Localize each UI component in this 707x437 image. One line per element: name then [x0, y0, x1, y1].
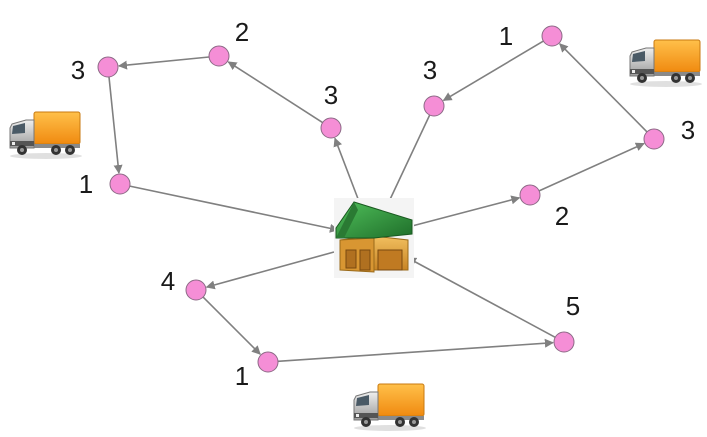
- delivery-truck-icon: [353, 383, 427, 432]
- demand-label-c1: 4: [161, 266, 175, 296]
- route-edge-a1-depot: [129, 185, 339, 233]
- route-edge-b4-b3: [538, 142, 645, 192]
- route-edge-c2-c3: [277, 338, 554, 363]
- demand-label-b2: 1: [499, 21, 513, 51]
- demand-label-a2: 3: [71, 55, 85, 85]
- demand-label-a1: 1: [79, 169, 93, 199]
- demand-label-b1: 3: [423, 55, 437, 85]
- customer-node-b1: [423, 95, 445, 117]
- route-edge-c3-depot: [407, 257, 556, 339]
- route-edge-b2-b1: [442, 40, 544, 102]
- demand-labels: 1 3 2 3 3 1 3 2 4 1 5: [71, 17, 695, 391]
- customer-node-a1: [109, 173, 131, 195]
- customer-node-c3: [553, 331, 575, 353]
- customer-node-a2: [97, 56, 119, 78]
- demand-label-a3: 2: [235, 17, 249, 47]
- route-edges: [108, 40, 648, 363]
- demand-label-a4: 3: [324, 80, 338, 110]
- route-edge-b3-b2: [559, 43, 648, 133]
- customer-node-c2: [257, 351, 279, 373]
- route-edge-a3-a2: [118, 56, 210, 70]
- route-edge-a4-a3: [227, 61, 324, 124]
- delivery-truck-icon: [9, 111, 83, 160]
- customer-node-a4: [320, 117, 342, 139]
- route-edge-depot-c1: [205, 251, 335, 290]
- customer-nodes: [97, 25, 665, 373]
- route-edge-b1-depot: [385, 114, 431, 209]
- customer-node-b3: [643, 128, 665, 150]
- delivery-truck-icon: [629, 39, 703, 88]
- customer-node-a3: [208, 45, 230, 67]
- route-edge-c1-c2: [202, 296, 261, 355]
- route-edge-a2-a1: [108, 76, 123, 174]
- customer-node-b2: [541, 25, 563, 47]
- customer-node-c1: [185, 279, 207, 301]
- customer-node-b4: [519, 184, 541, 206]
- demand-label-c3: 5: [566, 291, 580, 321]
- demand-label-c2: 1: [235, 361, 249, 391]
- demand-label-b3: 3: [681, 115, 695, 145]
- route-edge-depot-b4: [411, 195, 521, 227]
- demand-label-b4: 2: [555, 201, 569, 231]
- route-edge-depot-a4: [333, 137, 361, 205]
- warehouse-icon: [334, 198, 414, 278]
